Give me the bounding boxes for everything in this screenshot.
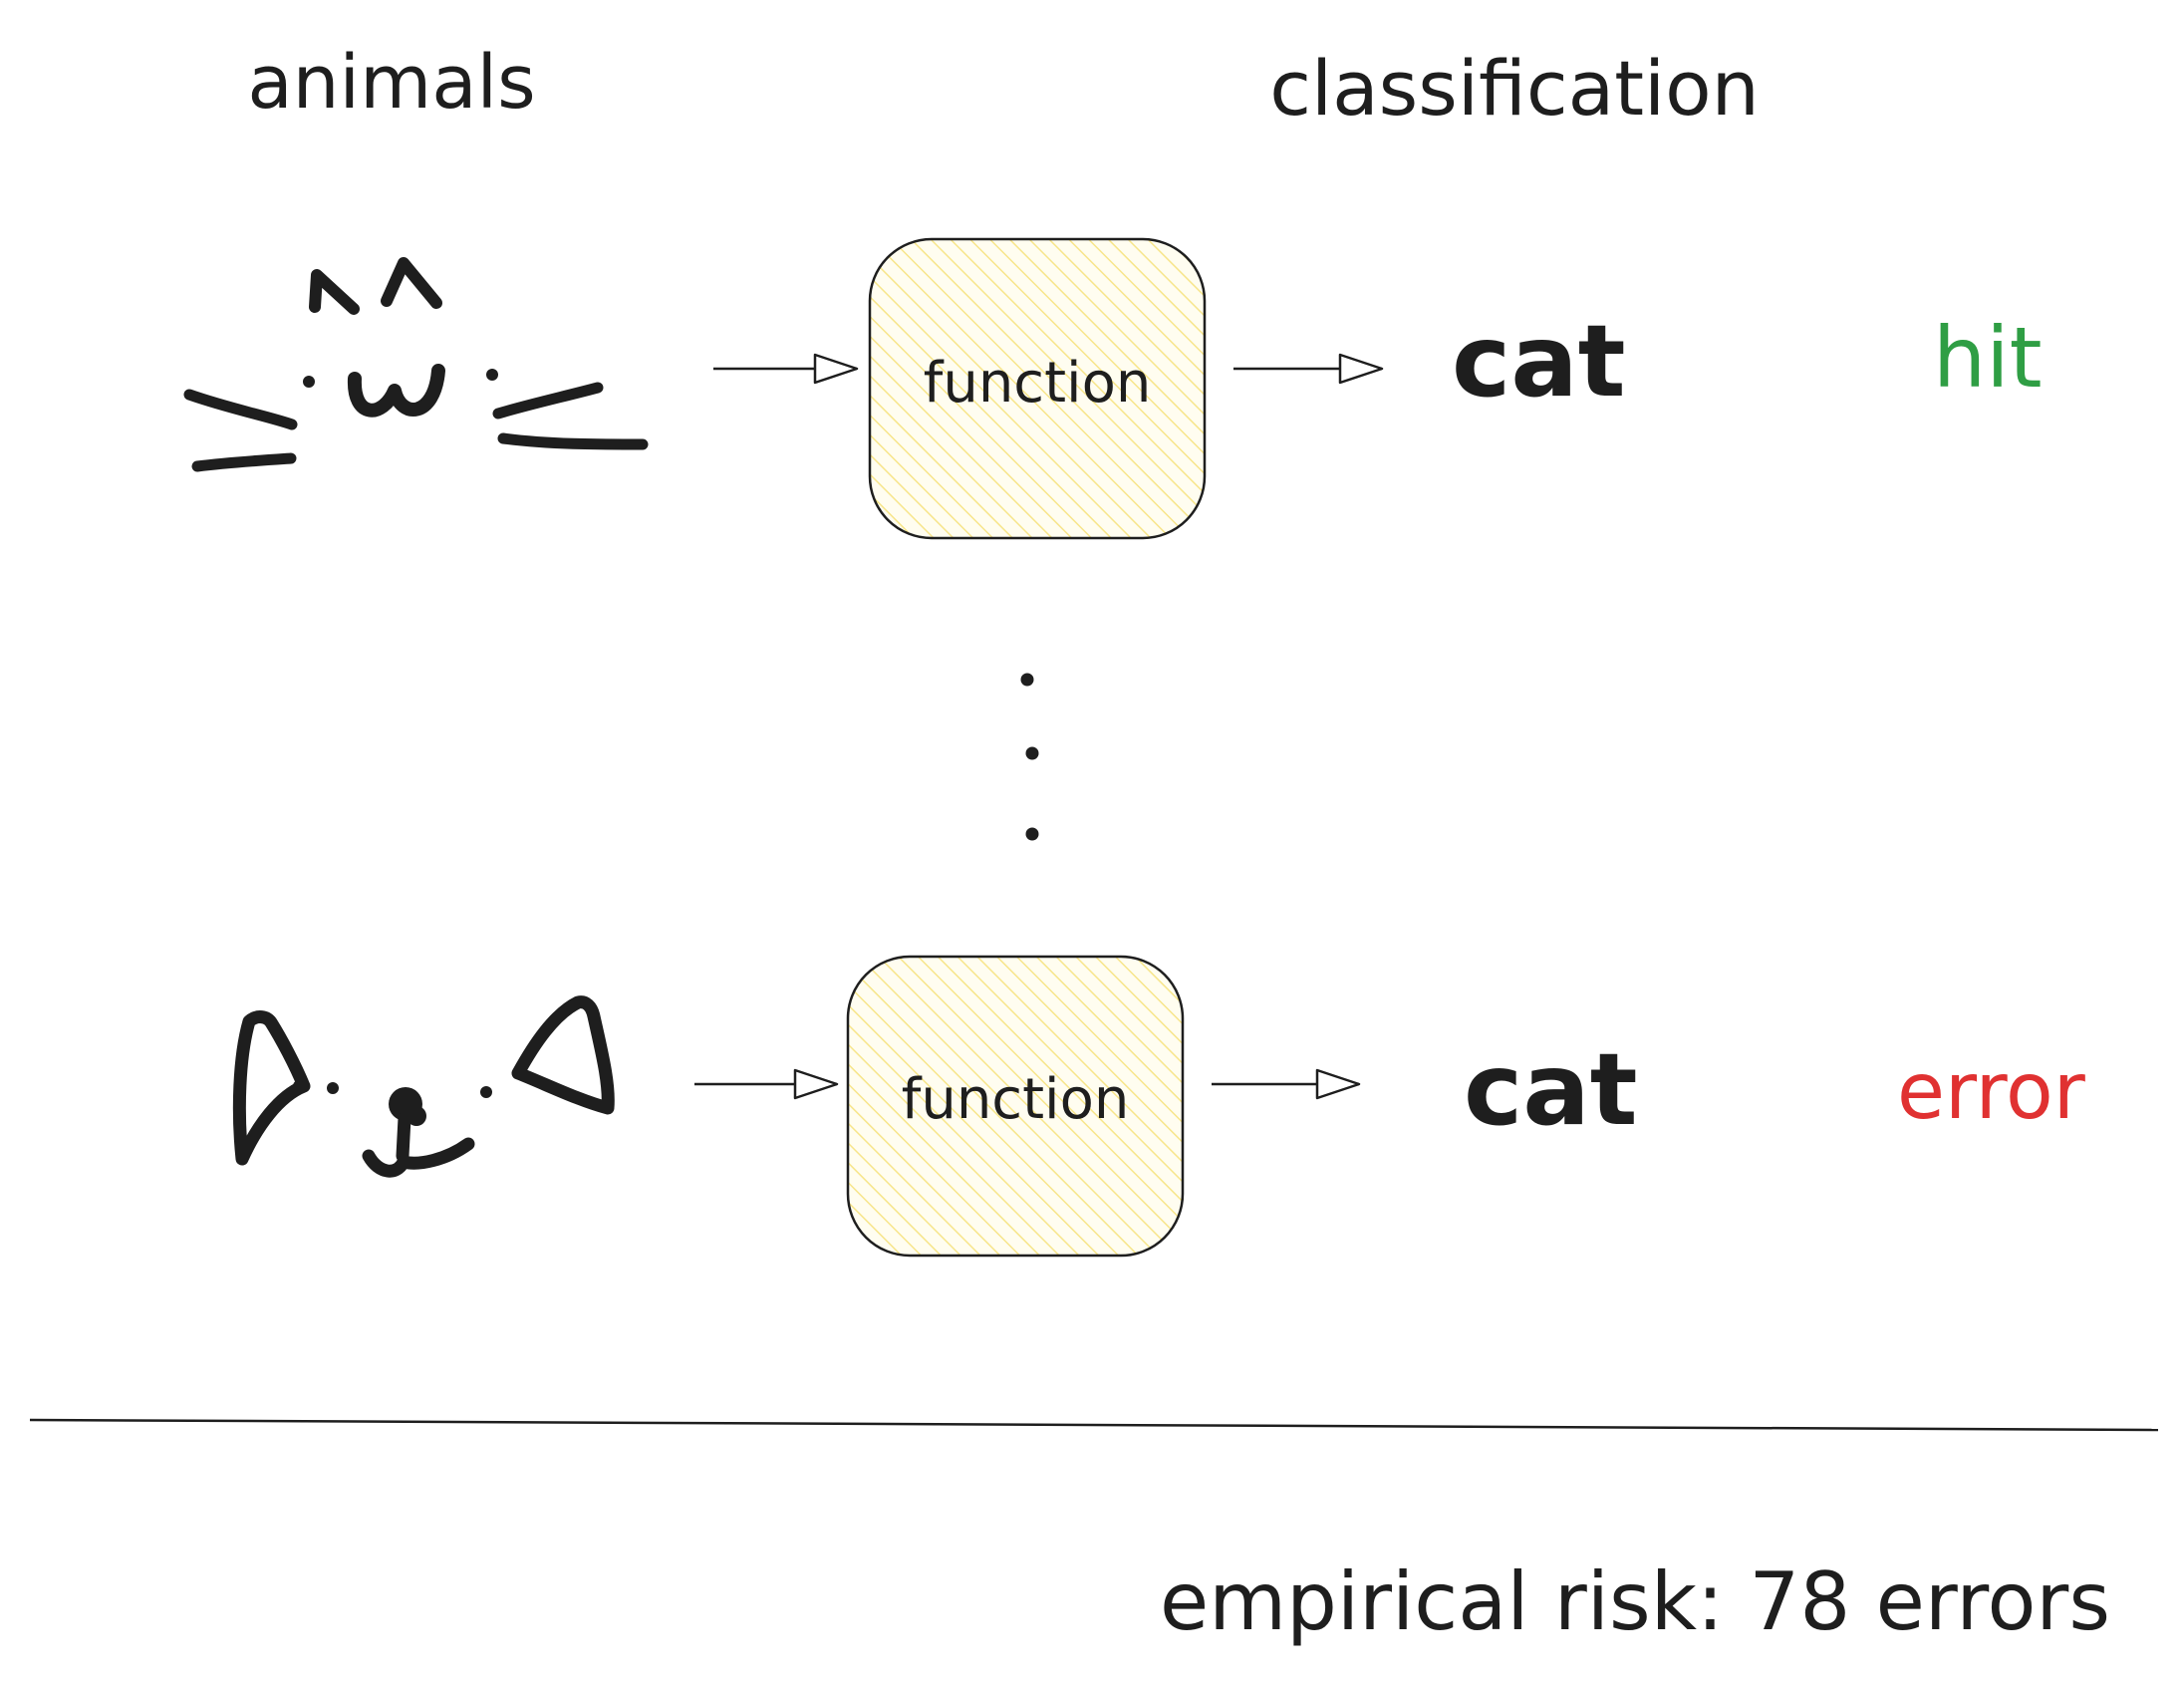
- vertical-ellipsis-icon: [1020, 673, 1039, 841]
- function-box-1-label: function: [924, 351, 1152, 416]
- cat-face-whiskers-icon: [183, 257, 649, 472]
- function-box-2-label: function: [902, 1067, 1130, 1132]
- result-hit: hit: [1933, 309, 2043, 407]
- function-box-2: function: [846, 955, 1185, 1258]
- result-error: error: [1897, 1047, 2086, 1137]
- summary-divider: [29, 1418, 2159, 1432]
- empirical-risk-summary: empirical risk: 78 errors: [1160, 1555, 2110, 1648]
- column-header-classification: classification: [1269, 44, 1760, 133]
- dog-face-ears-icon: [232, 995, 615, 1178]
- prediction-1: cat: [1452, 303, 1626, 420]
- column-header-animals: animals: [247, 40, 535, 126]
- prediction-2: cat: [1464, 1031, 1638, 1148]
- function-box-1: function: [868, 237, 1207, 540]
